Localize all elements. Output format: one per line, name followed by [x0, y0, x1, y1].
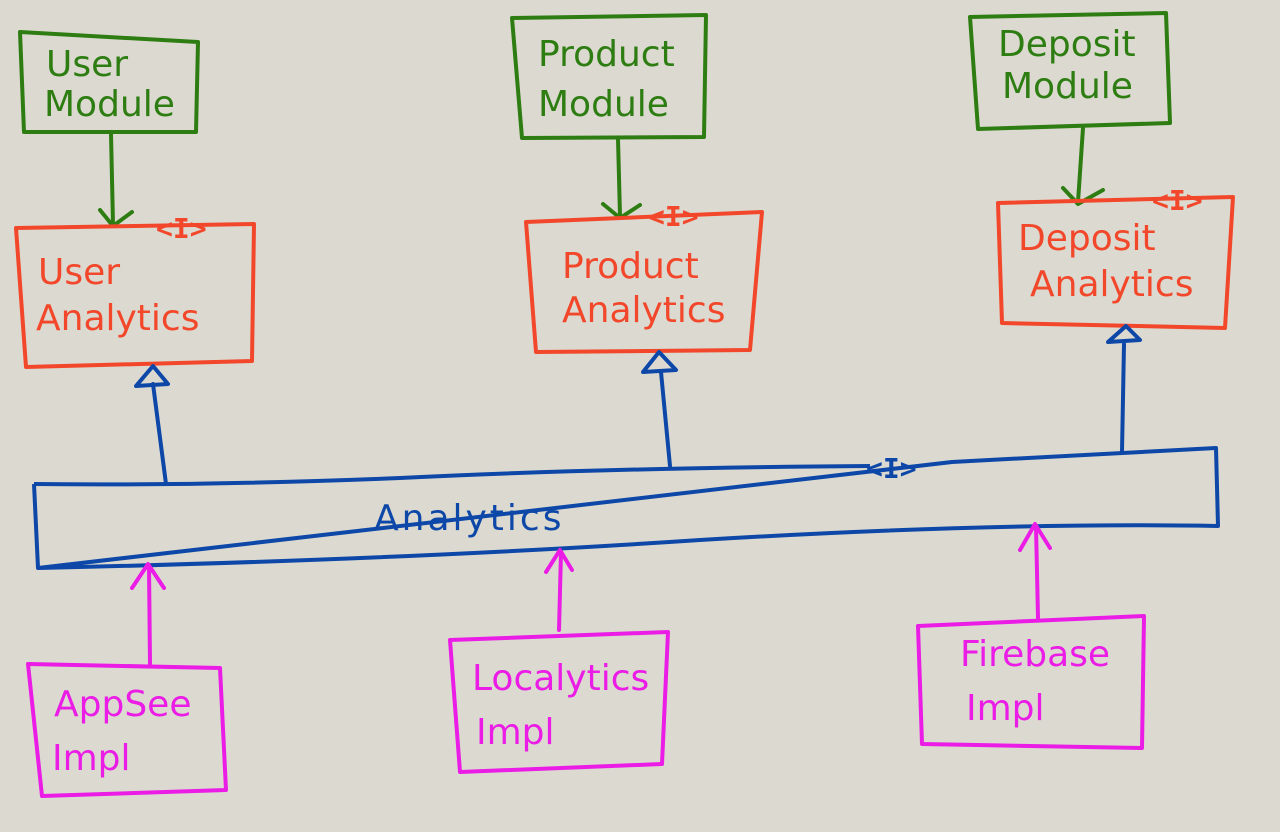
product-analytics-label-line1: Product: [562, 246, 699, 287]
user-module-arrow: [98, 132, 134, 228]
product-analytics-tag: <I>: [648, 200, 699, 233]
firebase-impl-label-line1: Firebase: [960, 634, 1110, 675]
appsee-impl-box: [26, 662, 228, 798]
user-module-box: [18, 30, 200, 134]
appsee-impl-arrow: [130, 562, 166, 666]
localytics-impl-label-line2: Impl: [476, 712, 555, 753]
product-module-box: [510, 13, 708, 140]
user-module-label-line2: Module: [44, 84, 175, 125]
product-module-label-line2: Module: [538, 84, 669, 125]
user-module-label-line1: User: [46, 44, 128, 85]
product-analytics-box: [524, 210, 764, 354]
localytics-impl-label-line1: Localytics: [472, 658, 649, 699]
deposit-analytics-label-line2: Analytics: [1030, 264, 1193, 305]
core-to-user-analytics-arrow: [134, 364, 170, 486]
deposit-analytics-box: [996, 195, 1235, 330]
deposit-module: Deposit Module: [968, 11, 1172, 131]
core-to-product-analytics-arrow: [641, 350, 678, 468]
localytics-impl-box: [448, 630, 670, 774]
firebase-impl-label-line2: Impl: [966, 688, 1045, 729]
product-module: Product Module: [510, 13, 708, 140]
impl-to-core-arrows: [130, 522, 1052, 666]
localytics-impl: Localytics Impl: [448, 630, 670, 774]
core-to-deposit-analytics-arrow: [1106, 324, 1142, 454]
firebase-impl: Firebase Impl: [916, 614, 1146, 750]
analytics-core-label: Analytics: [374, 498, 564, 539]
user-analytics-interface: <I> User Analytics: [14, 212, 256, 369]
deposit-module-box: [968, 11, 1172, 131]
deposit-module-arrow: [1061, 126, 1105, 206]
product-module-label-line1: Product: [538, 34, 675, 75]
deposit-analytics-label-line1: Deposit: [1018, 218, 1156, 259]
firebase-impl-box: [916, 614, 1146, 750]
user-analytics-label-line1: User: [38, 252, 120, 293]
product-analytics-interface: <I> Product Analytics: [524, 200, 764, 354]
firebase-impl-arrow: [1018, 522, 1052, 620]
core-to-interface-arrows: [134, 324, 1142, 486]
deposit-analytics-interface: <I> Deposit Analytics: [996, 184, 1235, 330]
user-analytics-tag: <I>: [156, 212, 207, 245]
appsee-impl-label-line2: Impl: [52, 738, 131, 779]
product-analytics-label-line2: Analytics: [562, 290, 725, 331]
deposit-module-label-line1: Deposit: [998, 24, 1136, 65]
appsee-impl-label-line1: AppSee: [54, 684, 191, 725]
user-module: User Module: [18, 30, 200, 134]
appsee-impl: AppSee Impl: [26, 662, 228, 798]
analytics-core-tag: <I>: [866, 452, 917, 485]
user-analytics-label-line2: Analytics: [36, 298, 199, 339]
product-module-arrow: [601, 137, 642, 220]
module-arrows: [98, 126, 1105, 228]
deposit-module-label-line2: Module: [1002, 66, 1133, 107]
analytics-core: <I> Analytics: [32, 446, 1220, 570]
localytics-impl-arrow: [544, 548, 574, 632]
analytics-core-box: [33, 446, 1220, 570]
user-analytics-box: [14, 222, 256, 369]
deposit-analytics-tag: <I>: [1152, 184, 1203, 217]
